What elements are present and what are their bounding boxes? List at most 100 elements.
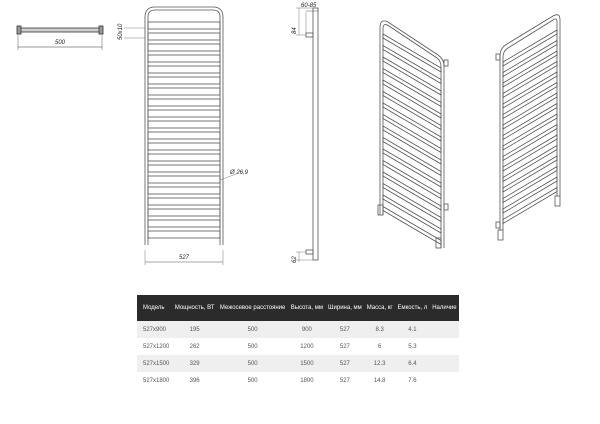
front-rungs: [147, 21, 221, 239]
cell-availability: [429, 355, 459, 372]
front-rung: [147, 219, 221, 228]
cell-mass: 14.8: [364, 372, 395, 389]
front-rung: [147, 65, 221, 74]
table-row: 527x1800 396 500 1800 527 14.8 7.6: [137, 372, 459, 389]
top-view: [16, 25, 104, 50]
perspective-rung: [382, 102, 442, 142]
perspective-rung: [382, 136, 442, 177]
cell-center-distance: 500: [216, 372, 289, 389]
front-rung: [147, 109, 221, 118]
cell-model: 527x1500: [137, 355, 173, 372]
header-width: Ширина, мм: [325, 295, 365, 321]
cell-center-distance: 500: [216, 338, 289, 355]
cell-capacity: 6.4: [395, 355, 430, 372]
perspective-rung: [382, 148, 442, 188]
header-availability: Наличие: [429, 295, 459, 321]
perspective-rung: [502, 176, 558, 214]
wall-distance-label: 60-85: [301, 3, 317, 9]
cell-height: 1800: [288, 372, 326, 389]
cell-height: 1200: [288, 338, 326, 355]
header-height: Высота, мм: [288, 295, 326, 321]
cell-model: 527x1200: [137, 338, 173, 355]
cell-center-distance: 500: [216, 355, 289, 372]
cell-availability: [429, 372, 459, 389]
front-rung: [147, 230, 221, 239]
table-header-row: Модель Мощность, ВТ Межосевое расстояние…: [137, 295, 459, 321]
cell-capacity: 5.3: [395, 338, 430, 355]
table-row: 527x1500 329 500 1500 527 12.3 6.4: [137, 355, 459, 372]
cell-power: 396: [172, 372, 217, 389]
front-rung: [147, 131, 221, 140]
cell-mass: 6: [364, 338, 395, 355]
cell-availability: [429, 338, 459, 355]
front-rung: [147, 208, 221, 217]
perspective-rung: [382, 44, 442, 85]
side-view: [296, 7, 319, 262]
perspective-rung: [502, 134, 558, 172]
rail-diameter-label: Ø 26,9: [229, 170, 249, 176]
cell-mass: 12.3: [364, 355, 395, 372]
perspective-rung: [382, 67, 442, 108]
cell-width: 527: [325, 355, 365, 372]
cell-power: 329: [172, 355, 217, 372]
front-rung: [147, 21, 221, 30]
width-top-label: 500: [55, 40, 66, 46]
technical-drawing: 500 50x10 Ø 26,9 527 60-85 84 62: [16, 3, 561, 265]
cell-height: 900: [288, 321, 326, 338]
perspective-rung: [382, 90, 442, 131]
perspective-rung: [502, 102, 558, 141]
header-capacity: Емкость, л: [395, 295, 430, 321]
front-rung: [147, 120, 221, 129]
perspective-view-left: [377, 20, 449, 249]
cell-power: 262: [172, 338, 217, 355]
perspective-rung: [502, 92, 558, 130]
header-center-distance: Межосевое расстояние: [216, 295, 289, 321]
perspective-rung: [502, 50, 558, 88]
perspective-rung: [502, 113, 558, 151]
perspective-rung: [382, 33, 442, 73]
front-rung: [147, 197, 221, 206]
front-rung: [147, 87, 221, 96]
front-rung: [147, 153, 221, 162]
front-rung: [147, 32, 221, 41]
header-mass: Масса, кг: [364, 295, 395, 321]
cell-power: 195: [172, 321, 217, 338]
perspective-rung: [502, 60, 558, 99]
perspective-rung: [502, 123, 558, 162]
perspective-rung: [382, 56, 442, 96]
cell-capacity: 4.1: [395, 321, 430, 338]
perspective-rung: [502, 29, 558, 67]
perspective-rung: [382, 171, 442, 211]
front-rung: [147, 98, 221, 107]
bottom-mount-label: 62: [292, 256, 298, 263]
cell-height: 1500: [288, 355, 326, 372]
front-rung: [147, 142, 221, 151]
front-rung: [147, 43, 221, 52]
perspective-view-right: [495, 14, 561, 241]
tube-profile-label: 50x10: [118, 23, 124, 40]
perspective-rung: [502, 39, 558, 78]
cell-center-distance: 500: [216, 321, 289, 338]
perspective-rung: [382, 194, 442, 234]
header-power: Мощность, ВТ: [172, 295, 217, 321]
table-row: 527x900 195 500 900 527 8.3 4.1: [137, 321, 459, 338]
perspective-rung: [502, 186, 558, 225]
cell-capacity: 7.6: [395, 372, 430, 389]
cell-width: 527: [325, 338, 365, 355]
top-mount-label: 84: [292, 27, 298, 34]
cell-model: 527x900: [137, 321, 173, 338]
perspective-rung: [382, 79, 442, 119]
perspective-rung: [502, 144, 558, 183]
cell-mass: 8.3: [364, 321, 395, 338]
width-bottom-label: 527: [179, 255, 190, 261]
perspective-rung: [502, 165, 558, 204]
perspective-rung: [382, 113, 442, 154]
perspective-rung: [502, 155, 558, 193]
front-rung: [147, 186, 221, 195]
perspective-rung: [382, 125, 442, 165]
cell-availability: [429, 321, 459, 338]
perspective-rung: [502, 81, 558, 120]
front-rung: [147, 164, 221, 173]
front-view: [124, 6, 237, 265]
perspective-rung: [382, 182, 442, 223]
